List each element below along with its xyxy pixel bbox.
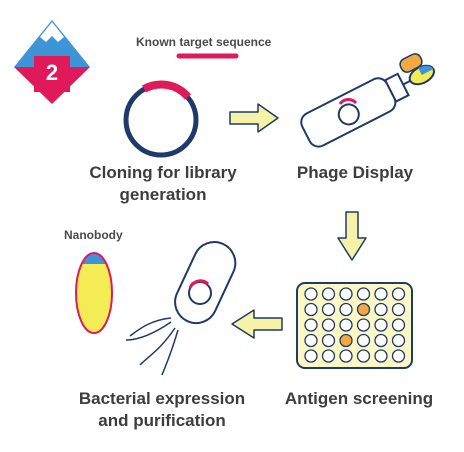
well — [339, 302, 353, 317]
well — [356, 349, 371, 363]
phage-icon — [300, 53, 435, 148]
cloning-label-line2: generation — [119, 185, 207, 204]
well — [304, 287, 318, 301]
well — [356, 333, 371, 348]
well — [374, 349, 388, 363]
cloning-label-line1: Cloning for library — [89, 163, 237, 182]
nanobody-icon — [75, 252, 113, 334]
well — [391, 287, 406, 301]
step-number: 2 — [45, 60, 59, 85]
well-plate-icon — [296, 282, 413, 369]
well — [339, 349, 353, 363]
well — [304, 333, 318, 348]
well — [321, 318, 336, 332]
expression-label: Bacterial expression and purification — [72, 388, 252, 432]
well — [374, 318, 388, 332]
well — [304, 318, 318, 332]
plasmid-icon — [123, 80, 199, 158]
well — [321, 349, 336, 363]
well — [374, 333, 388, 348]
well — [339, 318, 353, 332]
arrow-left-icon — [231, 309, 283, 339]
cloning-label: Cloning for library generation — [88, 162, 238, 206]
phage-display-label: Phage Display — [296, 163, 414, 182]
well — [321, 287, 336, 301]
arrow-right-icon — [229, 103, 279, 133]
well — [321, 302, 336, 317]
well — [391, 318, 406, 332]
well — [304, 302, 318, 317]
well — [339, 333, 353, 348]
antigen-screening-label: Antigen screening — [284, 389, 434, 408]
bacterium-icon — [125, 241, 237, 376]
well — [374, 302, 388, 317]
expression-label-line1: Bacterial expression — [78, 389, 246, 408]
step-badge — [14, 20, 90, 104]
nanobody-label: Nanobody — [64, 228, 123, 242]
well — [374, 287, 388, 301]
well — [339, 287, 353, 301]
expression-label-line2: and purification — [98, 411, 226, 430]
known-target-label: Known target sequence — [136, 35, 272, 49]
arrow-down-icon — [337, 211, 367, 261]
well — [391, 333, 406, 348]
well — [356, 287, 371, 301]
well — [356, 318, 371, 332]
well — [304, 349, 318, 363]
well — [391, 302, 406, 317]
well — [321, 333, 336, 348]
well — [391, 349, 406, 363]
well — [356, 302, 371, 317]
